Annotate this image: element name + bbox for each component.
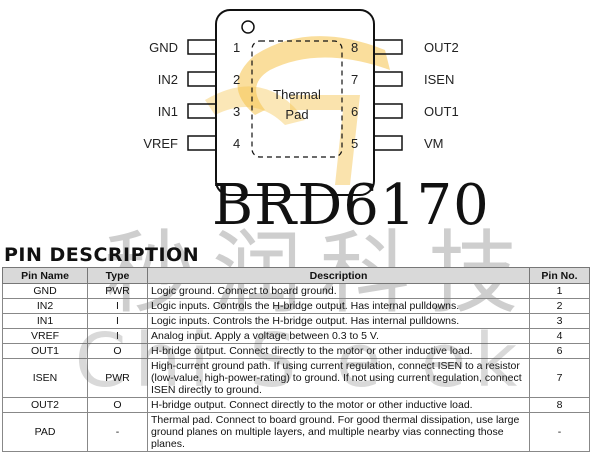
thermal-pad-label: Thermal Pad (252, 85, 342, 125)
header-pin-no: Pin No. (529, 267, 590, 284)
cell-pin-name: IN1 (2, 313, 88, 329)
pin-label-right-6: OUT1 (424, 104, 459, 119)
cell-description: Logic ground. Connect to board ground. (147, 283, 530, 299)
table-row: IN2 I Logic inputs. Controls the H-bridg… (2, 298, 590, 314)
pin-number-left-2: 2 (233, 72, 241, 87)
section-title: PIN DESCRIPTION (4, 244, 200, 266)
header-pin-name: Pin Name (2, 267, 88, 284)
pin-number-right-5: 5 (351, 136, 359, 151)
cell-pin-name: GND (2, 283, 88, 299)
cell-description: Logic inputs. Controls the H-bridge outp… (147, 313, 530, 329)
pin-number-right-6: 6 (351, 104, 359, 119)
package-diagram: GND IN2 IN1 VREF 1 2 3 4 8 7 6 5 OUT2 IS… (140, 5, 470, 200)
table-row: PAD - Thermal pad. Connect to board grou… (2, 412, 590, 452)
pin-number-right-8: 8 (351, 40, 359, 55)
header-type: Type (87, 267, 148, 284)
pin-description-table: Pin Name Type Description Pin No. GND PW… (2, 267, 590, 452)
pin-number-left-3: 3 (233, 104, 241, 119)
cell-description: Logic inputs. Controls the H-bridge outp… (147, 298, 530, 314)
table-row: ISEN PWR High-current ground path. If us… (2, 358, 590, 398)
thermal-pad-label-line2: Pad (285, 107, 309, 122)
pin-label-left-2: IN2 (157, 72, 178, 87)
thermal-pad-label-line1: Thermal (273, 87, 321, 102)
cell-type: - (87, 412, 148, 452)
pin-number-left-1: 1 (233, 40, 241, 55)
cell-pin-name: ISEN (2, 358, 88, 398)
cell-pin-no: - (529, 412, 590, 452)
pin-label-left-1: GND (149, 40, 178, 55)
cell-pin-name: PAD (2, 412, 88, 452)
pin-label-left-4: VREF (143, 136, 178, 151)
pin-number-left-4: 4 (233, 136, 241, 151)
cell-pin-name: IN2 (2, 298, 88, 314)
table-row: GND PWR Logic ground. Connect to board g… (2, 283, 590, 299)
pin-label-right-5: VM (424, 136, 444, 151)
cell-type: PWR (87, 358, 148, 398)
cell-description: Thermal pad. Connect to board ground. Fo… (147, 412, 530, 452)
cell-pin-no: 2 (529, 298, 590, 314)
cell-pin-no: 7 (529, 358, 590, 398)
watermark-english-text: Chi S e ek (74, 318, 526, 404)
pin-label-right-7: ISEN (424, 72, 455, 87)
cell-description: High-current ground path. If using curre… (147, 358, 530, 398)
header-description: Description (147, 267, 530, 284)
cell-type: I (87, 298, 148, 314)
pin-label-right-8: OUT2 (424, 40, 459, 55)
table-header-row: Pin Name Type Description Pin No. (2, 267, 590, 284)
cell-type: PWR (87, 283, 148, 299)
pin-number-right-7: 7 (351, 72, 359, 87)
pin-label-left-3: IN1 (157, 104, 178, 119)
part-number-title: BRD6170 (212, 173, 490, 238)
cell-pin-no: 1 (529, 283, 590, 299)
